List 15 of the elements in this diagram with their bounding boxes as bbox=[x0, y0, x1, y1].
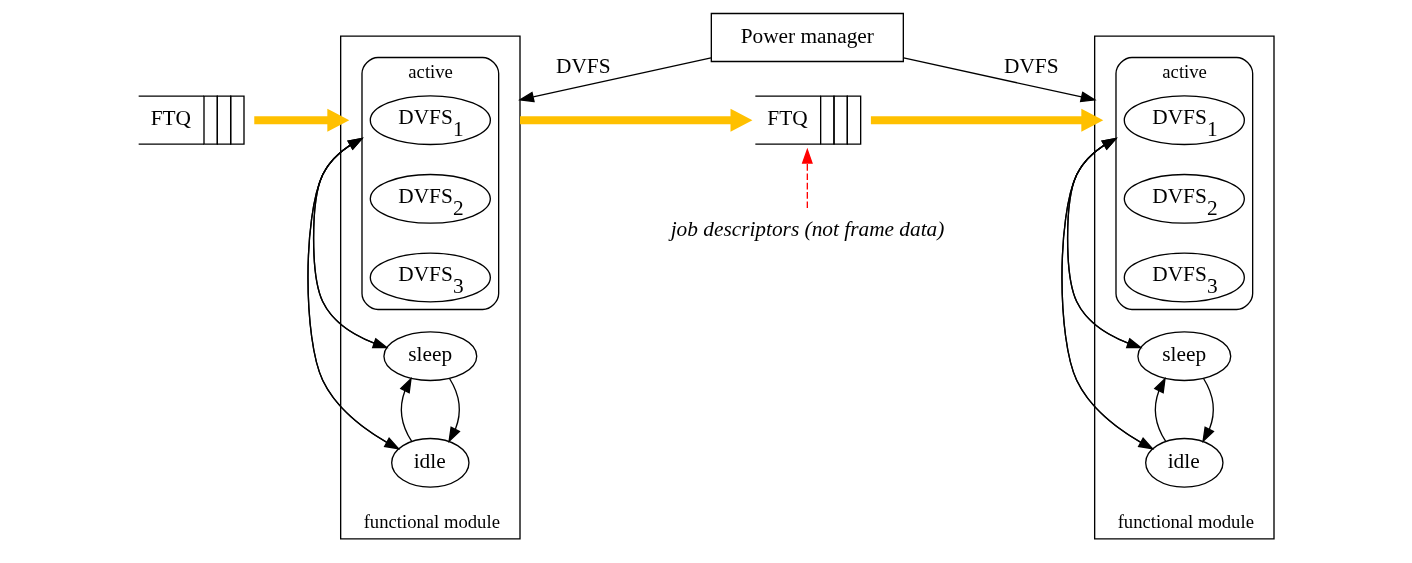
node-text: job descriptors (not frame data) bbox=[670, 216, 945, 241]
node-ellipse: idle bbox=[1145, 437, 1224, 488]
arrow bbox=[903, 57, 1097, 103]
edge-label: DVFS bbox=[1003, 54, 1059, 79]
arrow bbox=[518, 57, 712, 103]
arrow bbox=[801, 147, 813, 209]
arrow bbox=[1153, 376, 1167, 442]
node-ellipse: sleep bbox=[1137, 331, 1232, 382]
arrow bbox=[448, 378, 461, 443]
node-ellipse: idle bbox=[391, 437, 470, 488]
arrow bbox=[399, 376, 413, 442]
edge-label: DVFS bbox=[556, 54, 611, 79]
node-box: Power manager bbox=[710, 12, 904, 63]
node-ellipse: sleep bbox=[383, 331, 478, 382]
arrow bbox=[1202, 378, 1215, 443]
